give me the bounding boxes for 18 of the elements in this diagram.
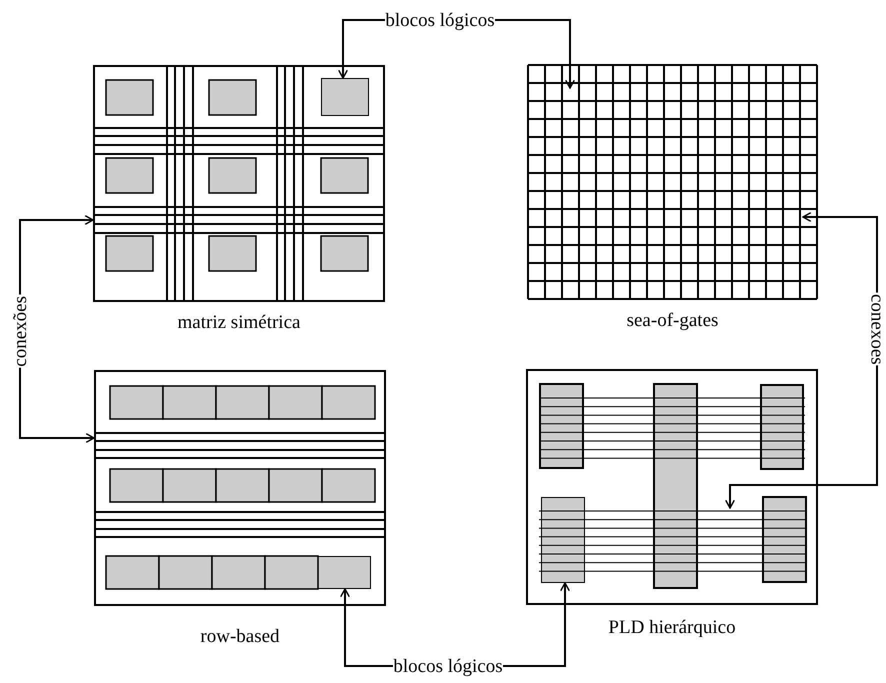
panel-caption: PLD hierárquico	[608, 618, 736, 637]
leader-line	[494, 19, 576, 89]
leader-line	[502, 582, 570, 667]
leader-line	[724, 365, 878, 509]
leader-line	[19, 214, 94, 295]
logic-block	[317, 556, 371, 589]
leader-line	[338, 19, 386, 79]
callout-label: conexões	[10, 294, 30, 368]
panel-caption: sea-of-gates	[626, 311, 718, 330]
panel-caption: row-based	[200, 627, 280, 646]
logic-block	[321, 78, 369, 116]
leader-line	[802, 212, 878, 293]
callout-label: blocos lógicos	[393, 656, 503, 676]
callout-label: blocos lógicos	[385, 10, 495, 30]
leader-line	[340, 588, 394, 667]
logic-block	[541, 497, 585, 583]
panel-caption: matriz simétrica	[178, 313, 300, 332]
leader-line	[19, 367, 95, 444]
